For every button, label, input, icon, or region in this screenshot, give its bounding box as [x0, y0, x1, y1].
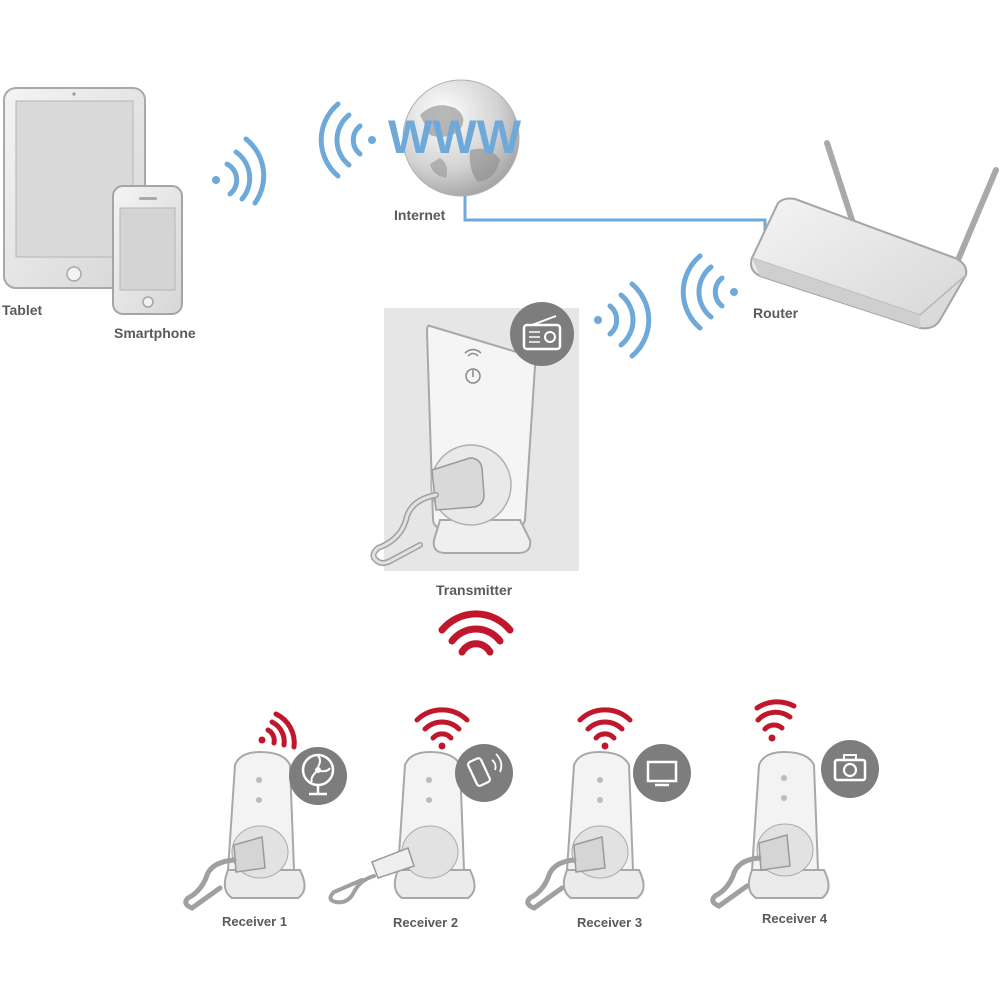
receiver-4-device	[710, 699, 830, 909]
www-text: WWW	[388, 110, 522, 163]
tv-icon	[633, 744, 691, 802]
globe-icon	[402, 79, 520, 197]
wifi-signal-icon	[680, 253, 738, 331]
router-label: Router	[753, 305, 799, 321]
transmitter-label: Transmitter	[436, 582, 513, 598]
smartphone-device	[112, 185, 183, 315]
internet-router-cable	[463, 196, 767, 240]
rf-signal-icon	[258, 711, 297, 750]
router-device	[750, 140, 999, 330]
wifi-signal-icon	[318, 101, 376, 179]
receiver-1-label: Receiver 1	[222, 914, 288, 929]
tablet-label: Tablet	[2, 302, 43, 318]
wifi-indicator-icon	[464, 348, 482, 357]
wifi-signal-icon	[594, 281, 652, 359]
transmitter-device	[370, 308, 579, 571]
rf-signal-icon	[754, 699, 797, 742]
rf-signal-icon	[414, 707, 470, 750]
fan-icon	[289, 747, 347, 805]
radio-icon	[510, 302, 574, 366]
receiver-1-device	[183, 711, 306, 911]
internet-label: Internet	[394, 207, 446, 223]
smartphone-label: Smartphone	[114, 325, 196, 341]
camera-icon	[821, 740, 879, 798]
power-icon	[465, 368, 481, 384]
receiver-2-device	[328, 707, 476, 905]
wifi-signal-icon	[212, 136, 267, 206]
receiver-2-label: Receiver 2	[393, 915, 459, 930]
mobile-phone-icon	[455, 744, 513, 802]
tablet-device	[3, 87, 146, 289]
rf-signal-icon	[438, 610, 514, 656]
rf-signal-icon	[577, 707, 633, 750]
receiver-4-label: Receiver 4	[762, 911, 828, 926]
receiver-3-label: Receiver 3	[577, 915, 643, 930]
receiver-3-device	[525, 707, 645, 911]
